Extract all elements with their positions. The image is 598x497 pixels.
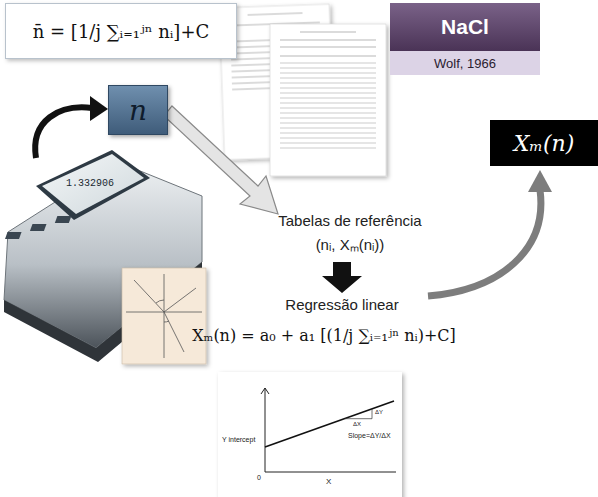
reference-table-pages [219,4,386,176]
down-arrow [322,262,362,293]
index-box: n [108,85,168,135]
substance-name: NaCl [441,15,489,39]
regression-formula: Xₘ(n) = a₀ + a₁ [(1/j ∑ᵢ₌₁ʲⁿ nᵢ)+C] [192,326,456,345]
display-reading: 1.332906 [66,178,114,189]
step-label: (nᵢ, Xₘ(nᵢ)) [316,234,385,254]
node-text: Xₘ(n) [514,131,575,156]
source-band: Wolf, 1966 [390,51,540,75]
slope-label: Slope=ΔY/ΔX [348,432,391,439]
axis-label: X [326,477,331,486]
source-citation: Wolf, 1966 [434,56,496,71]
node-text: n̄ = [1/j ∑ᵢ₌₁ʲⁿ nᵢ]+C [33,21,210,42]
axis-label: Y intercept [222,436,255,443]
axis-label: 0 [257,474,261,481]
axis-label: ΔX [353,421,361,427]
result-box: Xₘ(n) [490,120,598,166]
substance-box: NaClWolf, 1966 [390,3,540,75]
step-label: Tabelas de referência [278,212,421,229]
step-label: Regressão linear [285,296,398,313]
refraction-rays [126,274,202,358]
refraction-inset [122,268,206,364]
curved-return-arrow [428,170,552,296]
curved-arrow [35,96,108,158]
formula-box: n̄ = [1/j ∑ᵢ₌₁ʲⁿ nᵢ]+C [5,3,237,59]
axis-label: ΔY [375,409,383,415]
substance-header: NaCl [390,3,540,51]
node-text: n [129,94,147,127]
block-arrow [164,106,278,214]
regression-graph [218,372,402,497]
